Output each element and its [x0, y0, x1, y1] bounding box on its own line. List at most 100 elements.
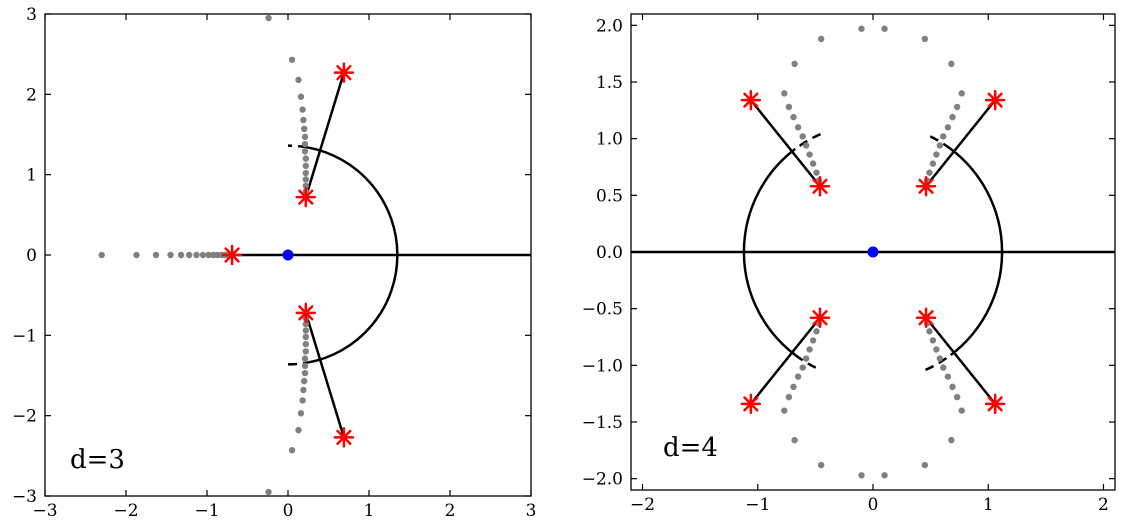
- gray-point: [265, 488, 272, 496]
- gray-point: [806, 346, 813, 353]
- y-tick-label: 1.5: [596, 73, 623, 93]
- x-tick-label: −1: [745, 495, 770, 515]
- plot-area: [98, 14, 531, 496]
- y-tick-label: −1.5: [582, 413, 623, 433]
- gray-point: [300, 386, 307, 394]
- gray-point: [301, 355, 309, 362]
- y-tick-label: 3: [26, 5, 37, 25]
- gray-point: [881, 472, 888, 479]
- gray-point: [881, 25, 888, 32]
- y-tick-label: −1.0: [582, 356, 623, 376]
- gray-point: [802, 355, 810, 362]
- gray-point: [948, 60, 955, 68]
- x-tick-label: 2: [445, 501, 456, 521]
- star-point: [295, 186, 317, 208]
- star-point: [333, 62, 355, 83]
- x-tick-label: 1: [983, 495, 994, 515]
- panel-annotation: d=3: [70, 445, 125, 475]
- gray-point: [98, 251, 105, 259]
- panel-annotation: d=4: [663, 433, 718, 463]
- gray-point: [302, 155, 310, 162]
- gray-point: [302, 327, 310, 334]
- gray-point: [929, 160, 937, 167]
- gray-point: [177, 251, 185, 259]
- line-segment: [925, 99, 997, 188]
- star-point: [984, 89, 1006, 111]
- gray-point: [288, 56, 296, 63]
- gray-point: [799, 364, 806, 371]
- gray-point: [933, 346, 940, 353]
- gray-point: [302, 169, 310, 177]
- y-tick-label: −0.5: [582, 300, 623, 320]
- star-point: [915, 176, 937, 197]
- gray-point: [936, 142, 944, 149]
- x-tick-label: 1: [364, 501, 375, 521]
- gray-point: [949, 113, 956, 121]
- y-tick-label: −2: [12, 407, 37, 427]
- gray-point: [295, 426, 302, 434]
- origin-point: [867, 246, 879, 258]
- y-tick-label: −3: [12, 487, 37, 507]
- line-segment: [925, 316, 997, 405]
- gray-point: [297, 410, 305, 417]
- origin-point: [282, 249, 294, 261]
- y-tick-label: 1: [26, 166, 37, 186]
- x-tick-label: −2: [113, 501, 138, 521]
- dashed-arc: [287, 144, 308, 149]
- gray-point: [953, 393, 961, 401]
- dashed-arc: [287, 361, 308, 366]
- y-tick-label: −2.0: [582, 470, 623, 490]
- gray-point: [921, 35, 929, 43]
- gray-point: [813, 169, 820, 176]
- gray-point: [302, 348, 310, 355]
- gray-point: [802, 142, 810, 149]
- gray-point: [295, 76, 302, 84]
- gray-point: [809, 337, 817, 344]
- plot-area: [631, 25, 1115, 479]
- gray-point: [302, 320, 310, 328]
- line-segment: [304, 312, 346, 438]
- gray-point: [858, 25, 865, 32]
- star-point: [809, 176, 831, 197]
- gray-point: [785, 393, 793, 401]
- gray-point: [936, 355, 944, 362]
- x-tick-label: −1: [194, 501, 219, 521]
- gray-point: [265, 14, 272, 22]
- line-segment: [749, 99, 821, 188]
- line-segment: [749, 316, 821, 405]
- x-tick-label: 2: [1098, 495, 1109, 515]
- star-point: [915, 307, 937, 328]
- gray-point: [133, 251, 140, 259]
- gray-point: [302, 333, 310, 341]
- gray-point: [288, 447, 296, 454]
- gray-point: [301, 362, 309, 370]
- gray-point: [302, 176, 310, 183]
- gray-point: [813, 328, 820, 335]
- gray-point: [948, 436, 955, 444]
- x-tick-label: 0: [868, 495, 879, 515]
- gray-point: [302, 340, 310, 348]
- star-point: [740, 89, 762, 111]
- dashed-arc: [794, 354, 822, 372]
- x-tick-label: −2: [630, 495, 655, 515]
- gray-point: [301, 125, 308, 133]
- gray-point: [299, 397, 306, 404]
- x-tick-label: −3: [32, 501, 57, 521]
- gray-point: [921, 461, 929, 469]
- gray-point: [958, 90, 965, 97]
- gray-point: [929, 337, 937, 344]
- gray-point: [300, 116, 307, 124]
- star-point: [984, 393, 1006, 415]
- gray-point: [958, 407, 965, 414]
- dashed-arc: [924, 354, 952, 372]
- gray-point: [299, 106, 306, 113]
- gray-point: [790, 383, 797, 391]
- gray-point: [302, 162, 310, 170]
- y-tick-label: 0.0: [596, 243, 623, 263]
- gray-point: [944, 373, 952, 380]
- gray-point: [790, 113, 797, 121]
- gray-point: [858, 472, 865, 479]
- x-tick-label: 0: [283, 501, 294, 521]
- star-point: [221, 244, 243, 266]
